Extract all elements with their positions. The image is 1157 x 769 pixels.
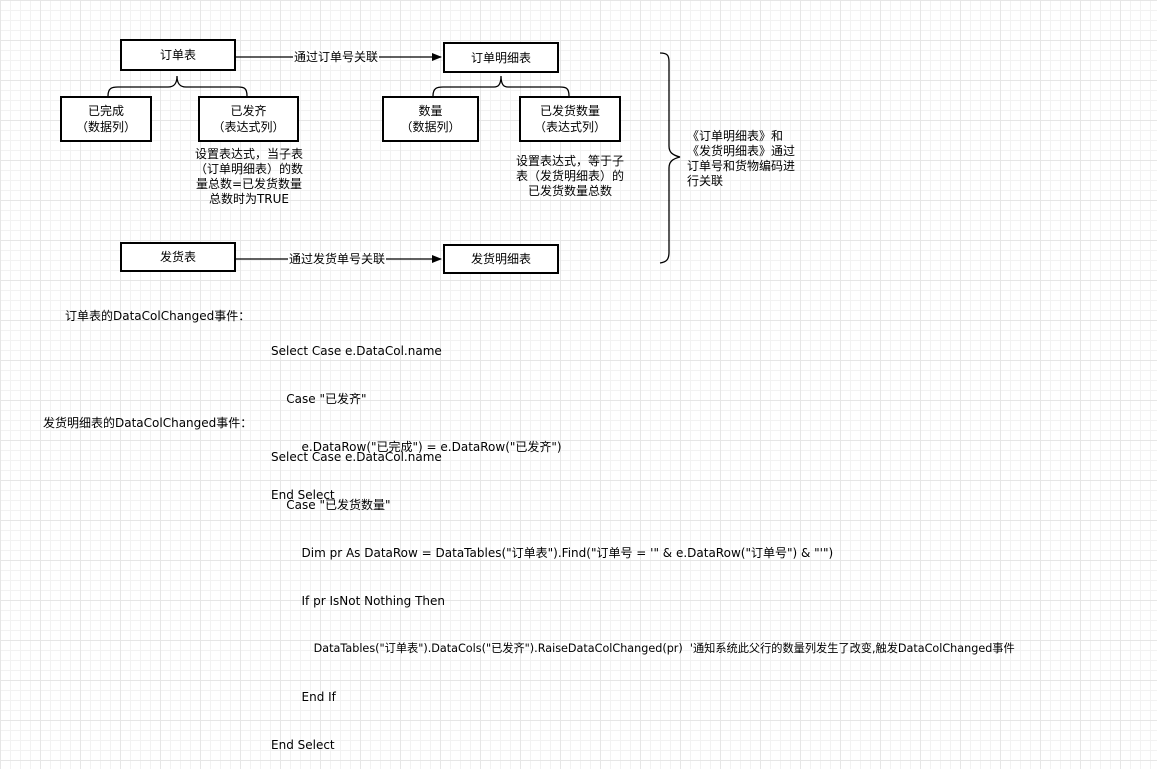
note-line: 设置表达式，等于子 bbox=[515, 154, 624, 168]
node-sublabel: （表达式列） bbox=[212, 120, 285, 134]
note-line: 已发货数量总数 bbox=[527, 184, 612, 198]
note-line: 总数时为TRUE bbox=[208, 192, 290, 206]
node-completed-column: 已完成 （数据列） bbox=[60, 96, 152, 142]
node-order-detail-table: 订单明细表 bbox=[443, 42, 559, 73]
order-event-title: 订单表的DataColChanged事件： bbox=[65, 309, 251, 323]
detail-link-brace bbox=[659, 52, 681, 264]
detail-link-note: 《订单明细表》和 《发货明细表》通过 订单号和货物编码进 行关联 bbox=[687, 129, 817, 189]
node-label: 数量 bbox=[418, 104, 443, 118]
node-shipment-table: 发货表 bbox=[120, 242, 236, 272]
note-line: 行关联 bbox=[687, 174, 724, 188]
note-line: 《发货明细表》通过 bbox=[687, 144, 796, 158]
shipped-all-expression-note: 设置表达式，当子表 （订单明细表）的数 量总数=已发货数量 总数时为TRUE bbox=[184, 147, 314, 207]
code-line: If pr IsNot Nothing Then bbox=[271, 594, 446, 608]
shipment-link-label: 通过发货单号关联 bbox=[288, 252, 387, 267]
node-order-table: 订单表 bbox=[120, 39, 236, 71]
node-shipped-quantity-column: 已发货数量 （表达式列） bbox=[519, 96, 621, 142]
code-line: End Select bbox=[271, 738, 335, 752]
note-line: 表（发货明细表）的 bbox=[515, 169, 624, 183]
order-event-code: Select Case e.DataCol.name Case "已发齐" e.… bbox=[271, 311, 562, 519]
shipped-quantity-expression-note: 设置表达式，等于子 表（发货明细表）的 已发货数量总数 bbox=[505, 154, 635, 199]
note-line: 《订单明细表》和 bbox=[687, 129, 784, 143]
node-label: 已完成 bbox=[87, 104, 124, 118]
note-line: 订单号和货物编码进 bbox=[687, 159, 796, 173]
order-link-label: 通过订单号关联 bbox=[293, 50, 380, 65]
node-label: 发货表 bbox=[159, 250, 196, 264]
code-line: DataTables("订单表").DataCols("已发齐").RaiseD… bbox=[271, 642, 1015, 655]
code-line: End If bbox=[271, 690, 336, 704]
code-line: Select Case e.DataCol.name bbox=[271, 450, 442, 464]
node-label: 订单明细表 bbox=[470, 50, 531, 65]
node-quantity-column: 数量 （数据列） bbox=[382, 96, 479, 142]
node-shipment-detail-table: 发货明细表 bbox=[443, 244, 559, 274]
node-label: 订单表 bbox=[159, 48, 196, 62]
code-line: Case "已发货数量" bbox=[271, 498, 391, 512]
code-line: Dim pr As DataRow = DataTables("订单表").Fi… bbox=[271, 546, 834, 560]
node-sublabel: （数据列） bbox=[400, 120, 461, 134]
note-line: （订单明细表）的数 bbox=[194, 162, 303, 176]
node-label: 发货明细表 bbox=[470, 252, 531, 266]
code-line: e.DataRow("已完成") = e.DataRow("已发齐") bbox=[271, 440, 562, 454]
note-line: 设置表达式，当子表 bbox=[194, 147, 303, 161]
shipment-detail-event-code: Select Case e.DataCol.name Case "已发货数量" … bbox=[271, 417, 1015, 769]
note-line: 量总数=已发货数量 bbox=[195, 177, 303, 191]
node-sublabel: （数据列） bbox=[75, 120, 136, 134]
order-brace bbox=[107, 75, 248, 97]
node-sublabel: （表达式列） bbox=[533, 120, 606, 134]
node-label: 已发货数量 bbox=[539, 104, 600, 118]
code-line: Case "已发齐" bbox=[271, 392, 367, 406]
code-line: Select Case e.DataCol.name bbox=[271, 344, 442, 358]
code-line: End Select bbox=[271, 488, 335, 502]
node-label: 已发齐 bbox=[230, 104, 267, 118]
shipment-detail-event-title: 发货明细表的DataColChanged事件： bbox=[43, 416, 253, 430]
order-detail-brace bbox=[432, 75, 570, 97]
node-shipped-all-column: 已发齐 （表达式列） bbox=[198, 96, 299, 142]
